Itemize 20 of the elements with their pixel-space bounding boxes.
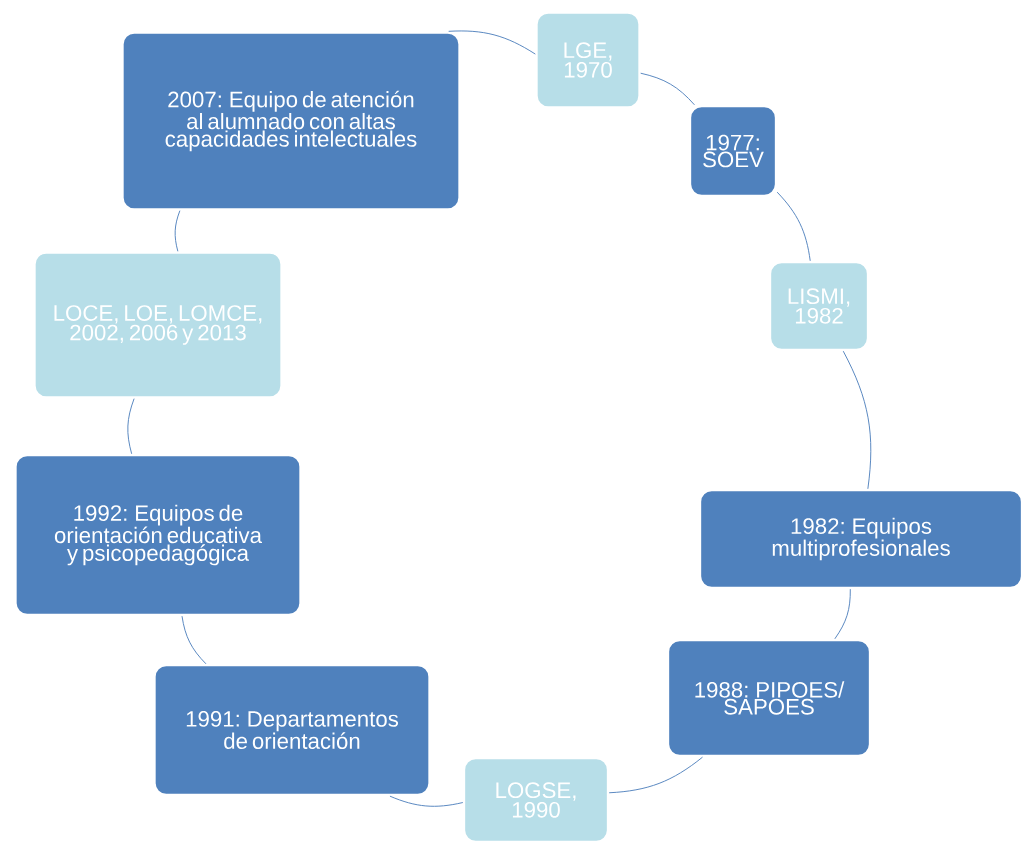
- process-box: 2007: Equipo de atención al alumnado con altas capacidades intelectuales: [121, 31, 461, 211]
- connector-line: [181, 615, 207, 665]
- connector-line: [834, 588, 851, 640]
- process-box: 1988: PIPOES/ SAPOES: [666, 638, 872, 758]
- process-box: LOCE, LOE, LOMCE, 2002, 2006 y 2013: [33, 251, 283, 399]
- connector-line: [448, 30, 536, 55]
- connector-line: [174, 210, 181, 252]
- process-box: 1977: SOEV: [688, 104, 778, 198]
- process-box: LISMI, 1982: [768, 260, 870, 352]
- connector-line: [389, 795, 464, 807]
- process-box: 1982: Equipos multiprofesionales: [698, 488, 1024, 590]
- process-box: 1992: Equipos de orientación educativa y psicopedagógica: [14, 453, 302, 617]
- connector-line: [776, 191, 811, 262]
- connector-line: [127, 398, 135, 455]
- process-box: 1991: Departamentos de orientación: [153, 663, 431, 797]
- connector-line: [640, 72, 695, 106]
- process-box: LOGSE, 1990: [462, 756, 610, 844]
- process-box: LGE, 1970: [535, 11, 641, 109]
- connector-line: [608, 756, 703, 794]
- connector-line: [842, 350, 872, 490]
